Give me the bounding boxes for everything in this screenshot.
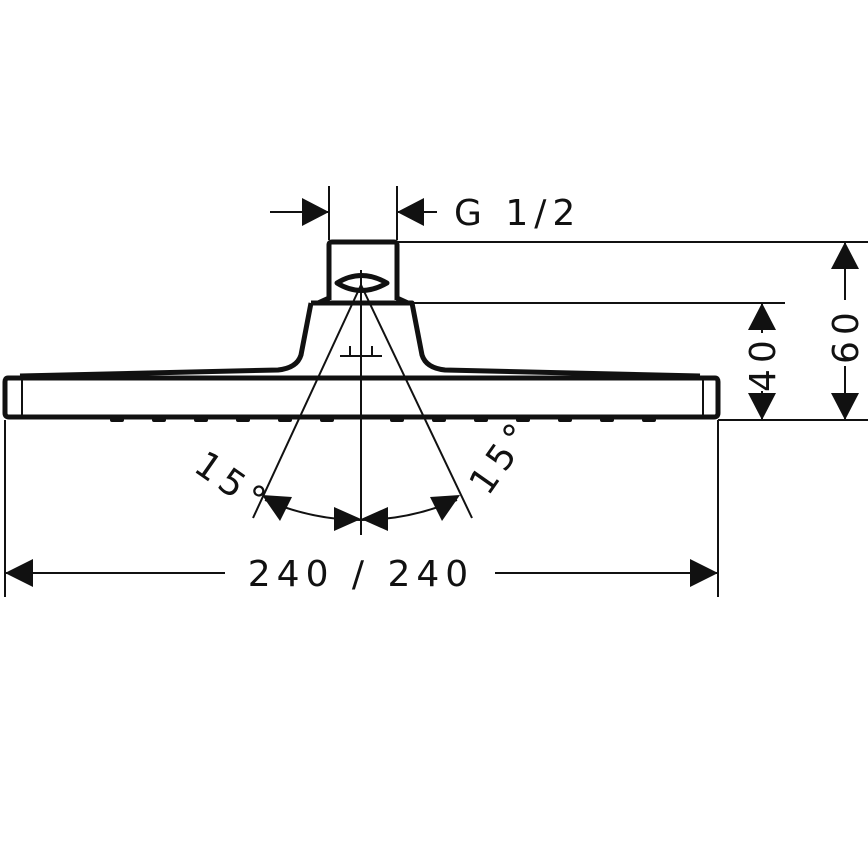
height-total-label: 60 [826,306,867,364]
spray-angle-line-left [252,284,362,519]
thread-label: G 1/2 [454,193,581,234]
thread-dimension [270,186,437,240]
arrow-icon [302,198,329,226]
arrow-icon [397,198,424,226]
angle-left-label: 15° [187,444,278,525]
arrow-icon [748,393,776,420]
height-cone-label: 40 [743,334,784,392]
arrow-icon [5,559,33,587]
spray-nozzles [110,417,656,422]
shower-arm-cone [19,300,701,379]
arrow-icon [748,303,776,330]
arrow-icon [361,507,388,531]
shower-plate [2,375,721,422]
angle-right-label: 15° [462,412,543,503]
height-cone-dimension [748,303,776,420]
arrow-icon [831,393,859,420]
arrow-icon [690,559,718,587]
height-total-dimension [831,242,859,420]
spray-angle-line-right [360,284,473,519]
width-label: 240 / 240 [248,554,474,595]
arrow-icon [831,242,859,269]
arrow-icon [334,507,361,531]
angle-arc [264,499,458,522]
arrow-icon [430,495,460,521]
connector-nut [316,239,410,306]
width-dimension [4,420,719,597]
arrow-icon [262,495,292,521]
